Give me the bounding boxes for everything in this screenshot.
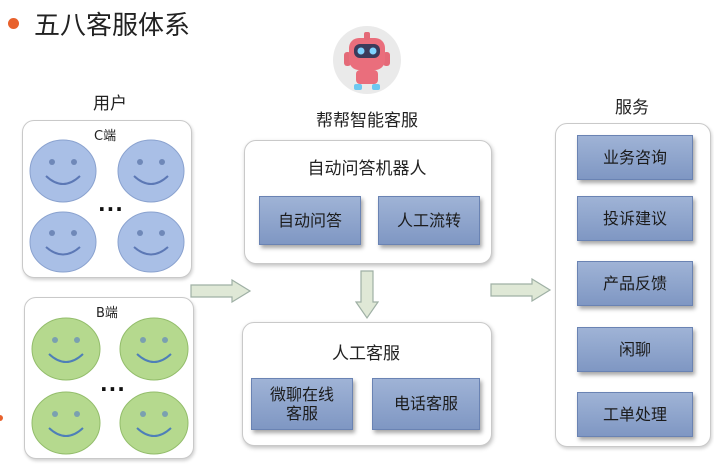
robot-qa-title: 自动问答机器人 [307,159,427,179]
arrow-right-icon [490,278,552,302]
services-heading: 服务 [615,98,649,118]
service-complaint-suggestion[interactable]: 投诉建议 [577,196,693,241]
center-heading: 帮帮智能客服 [316,111,418,131]
service-business-consult[interactable]: 业务咨询 [577,135,693,180]
c-users-label: C端 [94,129,117,144]
green-smiley-icon [119,317,189,381]
blue-smiley-icon [117,211,185,273]
service-product-feedback[interactable]: 产品反馈 [577,261,693,306]
users-heading: 用户 [93,94,127,114]
robot-mascot-icon [333,26,401,94]
arrow-right-icon [190,279,252,303]
arrow-down-icon [355,270,379,320]
human-service-title: 人工客服 [332,344,400,364]
b-users-ellipsis: ... [100,372,126,396]
wechat-online-service-button[interactable]: 微聊在线 客服 [251,378,353,430]
service-ticket[interactable]: 工单处理 [577,392,693,437]
page-title: 五八客服体系 [34,11,191,41]
title-bullet [8,18,19,29]
phone-service-button[interactable]: 电话客服 [372,378,480,430]
human-transfer-button[interactable]: 人工流转 [378,196,480,245]
blue-smiley-icon [117,139,185,203]
edge-accent-dot [0,415,3,421]
service-chat[interactable]: 闲聊 [577,327,693,372]
blue-smiley-icon [29,139,97,203]
b-users-label: B端 [96,306,118,321]
green-smiley-icon [31,391,101,455]
auto-qa-button[interactable]: 自动问答 [259,196,361,245]
wechat-online-service-label: 微聊在线 客服 [269,384,334,423]
blue-smiley-icon [29,211,97,273]
green-smiley-icon [31,317,101,381]
green-smiley-icon [119,391,189,455]
c-users-ellipsis: ... [98,192,124,216]
